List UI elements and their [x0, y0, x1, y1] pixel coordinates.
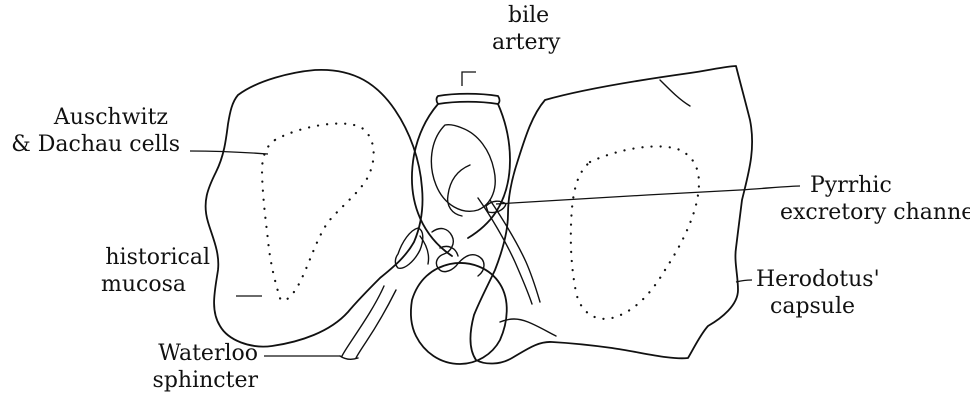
label-mucosa-line1: historical [101, 244, 210, 271]
left-lobe-dotted-region [262, 124, 374, 301]
label-pyrrhic-line2: excretory channel [780, 199, 970, 226]
label-bile-artery-line2: artery [492, 29, 560, 56]
label-auschwitz-line2: & Dachau cells [11, 131, 180, 158]
left-lobe-outline [206, 70, 423, 347]
label-mucosa-line2: mucosa [101, 271, 186, 298]
leader-auschwitz-dachau-cells [190, 151, 268, 154]
label-pyrrhic-channel: Pyrrhic excretory channel [780, 172, 970, 226]
right-lobe-lower-crease [500, 319, 556, 336]
label-herodotus-line1: Herodotus' [756, 266, 880, 293]
label-bile-artery-line1: bile [508, 2, 560, 29]
label-historical-mucosa: historical mucosa [101, 244, 210, 298]
leader-bile-artery [462, 72, 476, 86]
leader-herodotus-capsule [736, 280, 752, 282]
label-auschwitz-line1: Auschwitz [11, 104, 168, 131]
right-lobe-dotted-region [571, 146, 699, 318]
waterloo-sphincter-tube [340, 286, 396, 359]
label-waterloo-line2: sphincter [153, 367, 258, 394]
lower-central-lump [411, 263, 507, 364]
label-bile-artery: bile artery [508, 2, 560, 56]
leader-pyrrhic-channel [496, 186, 800, 204]
bile-artery-shape [437, 94, 500, 104]
label-pyrrhic-line1: Pyrrhic [810, 172, 970, 199]
label-waterloo-line1: Waterloo [153, 340, 258, 367]
label-auschwitz-dachau-cells: Auschwitz & Dachau cells [11, 104, 180, 158]
label-waterloo-sphincter: Waterloo sphincter [153, 340, 262, 394]
right-lobe-crease [660, 80, 690, 106]
central-inner-fold [448, 165, 470, 216]
excretory-channel-duct [478, 198, 540, 304]
label-herodotus-capsule: Herodotus' capsule [756, 266, 880, 320]
label-herodotus-line2: capsule [770, 293, 880, 320]
